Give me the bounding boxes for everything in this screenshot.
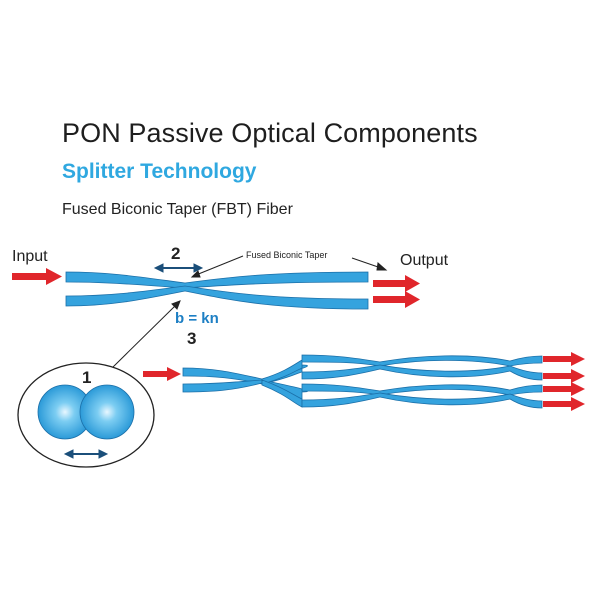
input-arrow-icon xyxy=(12,268,62,285)
pointer-arrow-icon xyxy=(111,300,181,369)
page-subtitle: Splitter Technology xyxy=(62,160,257,183)
pointer-arrow-icon xyxy=(190,255,244,278)
fbt-coupler-stage2-lower xyxy=(301,383,543,409)
input-label: Input xyxy=(12,248,48,265)
fbt-coupler-main xyxy=(65,271,369,310)
fbt-coupler-stage1 xyxy=(182,359,308,408)
section-heading: Fused Biconic Taper (FBT) Fiber xyxy=(62,201,293,218)
double-arrow-icon xyxy=(153,263,204,273)
step-2-label: 2 xyxy=(171,244,181,263)
input-arrow-icon xyxy=(143,367,181,381)
coupling-formula: b = kn xyxy=(175,310,219,327)
step-3-label: 3 xyxy=(187,329,197,348)
fiber-cross-section xyxy=(17,362,155,468)
output-arrow-icon xyxy=(373,275,420,308)
pointer-arrow-icon xyxy=(351,257,388,271)
output-label: Output xyxy=(400,252,449,269)
fbt-coupler-stage2-upper xyxy=(301,354,543,381)
double-arrow-icon xyxy=(63,449,109,459)
output-arrow-icon xyxy=(543,352,585,411)
step-1-label: 1 xyxy=(82,368,92,387)
fused-biconic-taper-label: Fused Biconic Taper xyxy=(246,250,328,260)
page-title: PON Passive Optical Components xyxy=(62,118,478,148)
